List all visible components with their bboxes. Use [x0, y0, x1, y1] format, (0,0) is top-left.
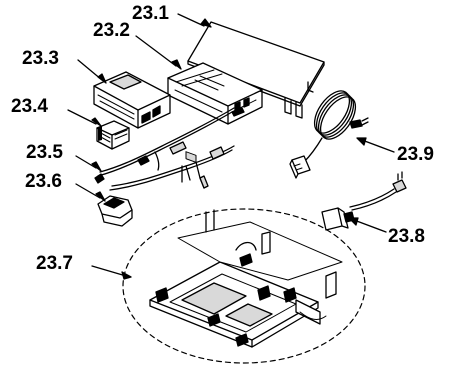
callout-23-6: 23.6 — [25, 171, 62, 192]
callout-23-4: 23.4 — [11, 96, 48, 117]
callout-23-3: 23.3 — [22, 48, 59, 69]
callout-23-8: 23.8 — [388, 226, 425, 247]
callout-23-9: 23.9 — [397, 144, 434, 165]
callout-23-2: 23.2 — [93, 20, 130, 41]
part-23-9-power-cord — [289, 90, 369, 179]
part-23-3-display-unit — [93, 71, 171, 129]
part-23-7-chassis — [122, 208, 366, 364]
callout-leaders — [67, 13, 395, 280]
part-23-5-harness — [94, 107, 245, 184]
part-23-6-connector-harness — [97, 145, 235, 227]
part-23-2-control-module — [167, 62, 263, 163]
callout-23-7: 23.7 — [36, 253, 73, 274]
callout-23-5: 23.5 — [26, 142, 63, 163]
part-23-4-relay-box — [96, 120, 130, 150]
part-23-8-sensor-cable — [321, 171, 407, 231]
part-23-1-cover-plate — [187, 21, 325, 119]
callout-23-1: 23.1 — [132, 3, 169, 24]
